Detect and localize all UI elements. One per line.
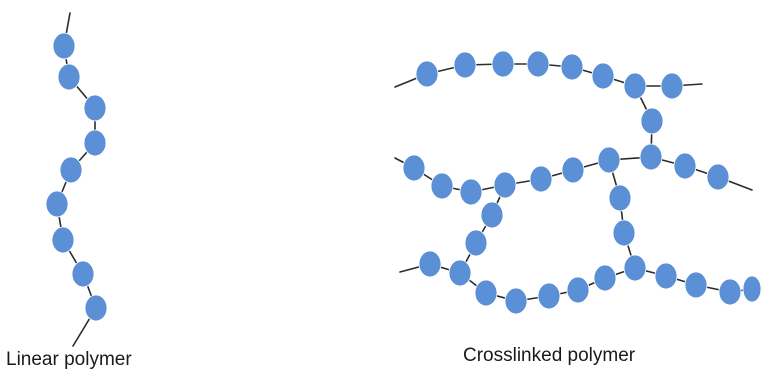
monomer-bead — [718, 278, 742, 306]
monomer-bead — [593, 264, 617, 292]
monomer-bead — [493, 171, 517, 199]
monomer-bead — [402, 154, 426, 182]
monomer-bead — [480, 201, 504, 229]
monomer-bead — [608, 184, 632, 212]
chain-a-bond — [394, 63, 703, 88]
monomer-bead — [673, 152, 697, 180]
monomer-bead — [566, 276, 590, 304]
monomer-bead — [612, 219, 636, 247]
monomer-bead — [537, 282, 561, 310]
monomer-bead — [453, 51, 477, 79]
monomer-bead — [71, 260, 95, 288]
crosslink-monomers — [464, 107, 664, 257]
monomer-bead — [591, 62, 615, 90]
monomer-bead — [418, 250, 442, 278]
crosslink-bond — [459, 184, 506, 274]
monomer-bead — [706, 163, 730, 191]
crosslink-bond — [608, 159, 636, 269]
monomer-bead — [448, 259, 472, 287]
monomer-bead — [83, 94, 107, 122]
crosslinked-polymer — [394, 50, 761, 315]
monomer-bead — [459, 178, 483, 206]
chain-c-monomers — [418, 250, 761, 315]
monomer-bead — [623, 254, 647, 282]
monomer-bead — [742, 275, 761, 303]
linear-monomers — [45, 32, 108, 322]
crosslinked-polymer-caption: Crosslinked polymer — [463, 345, 636, 366]
chain-b-monomers — [402, 143, 730, 206]
monomer-bead — [561, 156, 585, 184]
monomer-bead — [430, 172, 454, 200]
monomer-bead — [84, 294, 108, 322]
monomer-bead — [623, 72, 647, 100]
monomer-bead — [529, 165, 553, 193]
monomer-bead — [83, 129, 107, 157]
monomer-bead — [639, 143, 663, 171]
monomer-bead — [474, 279, 498, 307]
monomer-bead — [597, 146, 621, 174]
monomer-bead — [464, 229, 488, 257]
monomer-bead — [57, 63, 81, 91]
linear-polymer-caption: Linear polymer — [6, 349, 132, 370]
monomer-bead — [684, 271, 708, 299]
monomer-bead — [59, 156, 83, 184]
monomer-bead — [45, 190, 69, 218]
monomer-bead — [491, 50, 515, 78]
monomer-bead — [654, 262, 678, 290]
monomer-bead — [415, 60, 439, 88]
monomer-bead — [504, 287, 528, 315]
monomer-bead — [560, 53, 584, 81]
chain-a-monomers — [415, 50, 684, 100]
monomer-bead — [660, 72, 684, 100]
linear-polymer — [45, 12, 108, 347]
monomer-bead — [51, 226, 75, 254]
monomer-bead — [526, 50, 550, 78]
monomer-bead — [52, 32, 76, 60]
monomer-bead — [640, 107, 664, 135]
